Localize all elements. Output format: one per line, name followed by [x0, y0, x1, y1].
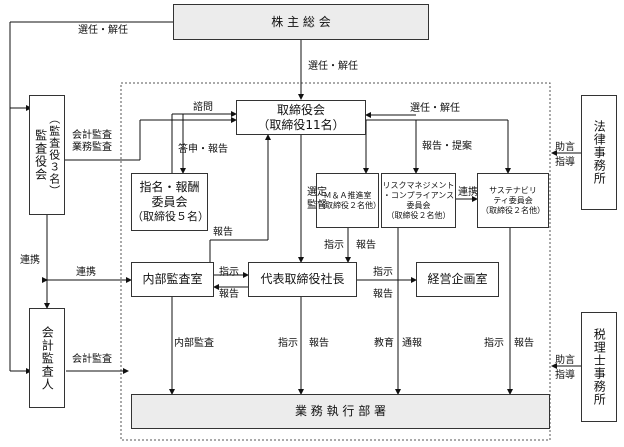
nomination-label-3: （取締役５名） — [132, 210, 209, 224]
president-box: 代表取締役社長 — [248, 262, 357, 297]
nomination-label-2: 委員会 — [151, 195, 188, 210]
risk-compliance-committee-box: リスクマネジメント ・コンプライアンス 委員会 （取締役２名他） — [381, 173, 456, 228]
tax-firm-label: 税理士事務所 — [592, 328, 607, 406]
report-proposal-label: 報告・提案 — [422, 141, 472, 152]
internal-audit-report-label: 報告 — [213, 227, 233, 238]
committee-cooperate-label: 連携 — [458, 187, 478, 198]
internal-audit-edge-label: 内部監査 — [174, 338, 214, 349]
accounting-auditor-label: 会計監査人 — [40, 325, 55, 391]
risk-label-1: リスクマネジメント — [382, 180, 455, 190]
consult-label: 諮問 — [193, 102, 213, 113]
select-label: 選定 — [307, 187, 327, 198]
law-advice-label: 助言 — [555, 142, 575, 153]
supervise-label: 監督 — [307, 200, 327, 211]
tax-guidance-label: 指導 — [555, 370, 575, 381]
sustainability-label-1: サステナビリ — [489, 185, 537, 195]
ma-office-box: Ｍ＆Ａ推進室 （取締役２名他） — [316, 173, 381, 228]
accounting-audit-label-bottom: 会計監査 — [72, 354, 112, 365]
ma-label-1: Ｍ＆Ａ推進室 — [323, 190, 372, 200]
ma-report-label: 報告 — [356, 240, 376, 251]
shareholders-meeting-box: 株 主 総 会 — [173, 4, 429, 40]
elect-dismiss-label-left: 選任・解任 — [78, 25, 128, 36]
law-guidance-label: 指導 — [555, 157, 575, 168]
sus-report-label: 報告 — [514, 338, 534, 349]
accounting-auditor-box: 会計監査人 — [29, 308, 65, 408]
risk-label-4: （取締役２名他） — [386, 210, 451, 220]
internal-audit-label: 内部監査室 — [142, 272, 203, 286]
planning-instruct-label: 指示 — [373, 267, 393, 278]
operations-divisions-box: 業 務 執 行 部 署 — [131, 394, 550, 429]
audit-board-label: 監査役会 — [33, 129, 48, 181]
ma-label-2: （取締役２名他） — [317, 200, 381, 210]
board-label: 取締役会 — [276, 102, 325, 117]
risk-label-2: ・コンプライアンス — [382, 190, 455, 200]
sus-instruct-label: 指示 — [484, 338, 504, 349]
planning-office-box: 経営企画室 — [416, 262, 499, 297]
ops-report-label: 報告 — [309, 338, 329, 349]
audit-board-box: 監査役会 （監査役３名） — [29, 95, 65, 215]
president-instruct-label: 指示 — [219, 267, 239, 278]
report-advice-label: 答申・報告 — [178, 144, 228, 155]
operations-label: 業 務 執 行 部 署 — [294, 404, 387, 418]
planning-report-label: 報告 — [373, 289, 393, 300]
sustainability-label-2: ティ委員会 — [493, 195, 533, 205]
audit-board-count-label: （監査役３名） — [47, 113, 61, 197]
president-label: 代表取締役社長 — [260, 272, 345, 286]
accounting-audit-label-top: 会計監査 — [72, 130, 112, 141]
business-audit-label: 業務監査 — [72, 142, 112, 153]
tax-firm-box: 税理士事務所 — [581, 312, 617, 422]
internal-cooperate-label: 連携 — [76, 267, 96, 278]
tax-advice-label: 助言 — [555, 355, 575, 366]
internal-report-label: 報告 — [219, 289, 239, 300]
risk-label-3: 委員会 — [406, 200, 431, 210]
internal-audit-office-box: 内部監査室 — [131, 262, 214, 297]
nomination-committee-box: 指名・報酬 委員会 （取締役５名） — [131, 173, 209, 231]
whistle-label: 通報 — [402, 338, 422, 349]
ma-instruct-label: 指示 — [324, 240, 344, 251]
nomination-label-1: 指名・報酬 — [139, 180, 200, 195]
law-firm-label: 法律事務所 — [592, 120, 607, 185]
elect-dismiss-label-right: 選任・解任 — [410, 103, 460, 114]
board-count-label: （取締役11名） — [257, 117, 345, 132]
planning-label: 経営企画室 — [427, 272, 488, 286]
sustainability-label-3: （取締役２名他） — [481, 205, 545, 215]
elect-dismiss-label-top: 選任・解任 — [308, 61, 358, 72]
board-of-directors-box: 取締役会 （取締役11名） — [236, 100, 366, 135]
auditor-cooperate-label: 連携 — [20, 255, 40, 266]
shareholders-label: 株 主 総 会 — [271, 14, 331, 29]
sustainability-committee-box: サステナビリ ティ委員会 （取締役２名他） — [477, 173, 549, 228]
education-label: 教育 — [374, 338, 394, 349]
ops-instruct-label: 指示 — [278, 338, 298, 349]
law-firm-box: 法律事務所 — [581, 95, 617, 210]
